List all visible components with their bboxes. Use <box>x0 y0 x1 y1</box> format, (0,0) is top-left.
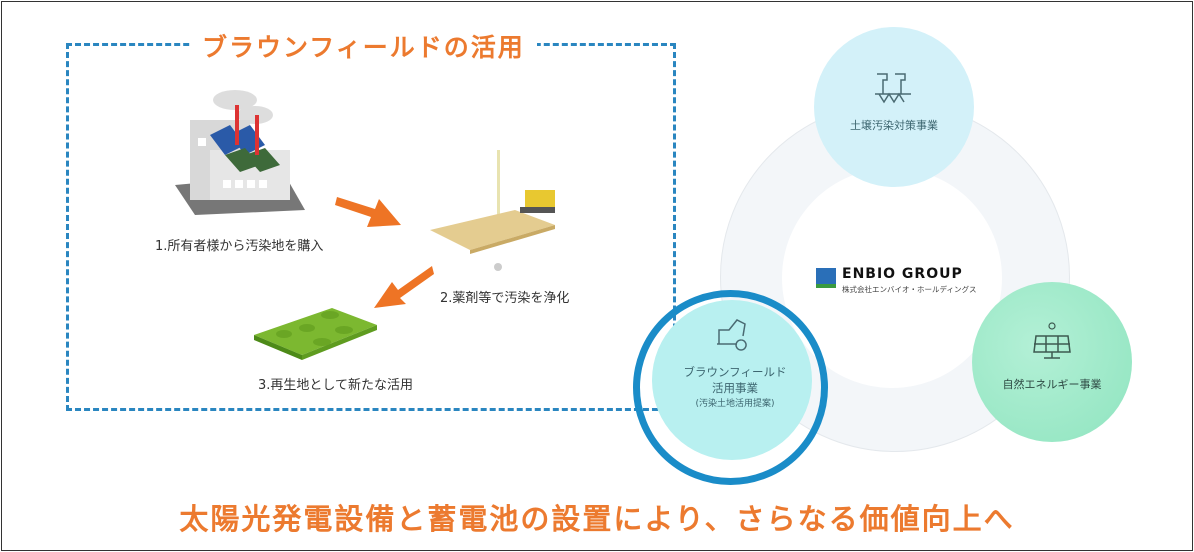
step-2-label: 2.薬剤等で汚染を浄化 <box>440 291 570 306</box>
segment-brownfield-label: ブラウンフィールド <box>683 365 787 379</box>
segment-brownfield-label2: 活用事業 <box>712 381 758 395</box>
segment-energy <box>972 282 1132 442</box>
solar-panel-icon <box>1033 322 1071 359</box>
segment-energy-label: 自然エネルギー事業 <box>1002 378 1102 391</box>
factory-illustration <box>175 90 305 215</box>
arrow-down-left-icon <box>374 266 434 308</box>
excavator-icon <box>717 319 747 351</box>
step-1-label: 1.所有者様から汚染地を購入 <box>155 239 324 254</box>
brownfield-title: ブラウンフィールドの活用 <box>190 28 537 64</box>
enbio-group-name: ENBIO GROUP <box>842 266 963 282</box>
enbio-subtitle: 株式会社エンバイオ・ホールディングス <box>842 285 977 294</box>
footer-headline: 太陽光発電設備と蓄電池の設置により、さらなる価値向上へ <box>179 502 1015 536</box>
regenerated-land-illustration <box>254 308 377 360</box>
arrow-right-icon <box>335 197 401 227</box>
segment-soil-label: 土壌汚染対策事業 <box>850 119 938 132</box>
enbio-logo-mark <box>816 268 836 288</box>
segment-soil <box>814 27 974 187</box>
highlight-ring <box>633 290 828 485</box>
remediation-site-illustration <box>430 150 555 271</box>
step-3-label: 3.再生地として新たな活用 <box>258 378 414 393</box>
segment-brownfield-note: (汚染土地活用提案) <box>695 399 775 409</box>
soil-treatment-icon <box>875 73 911 104</box>
